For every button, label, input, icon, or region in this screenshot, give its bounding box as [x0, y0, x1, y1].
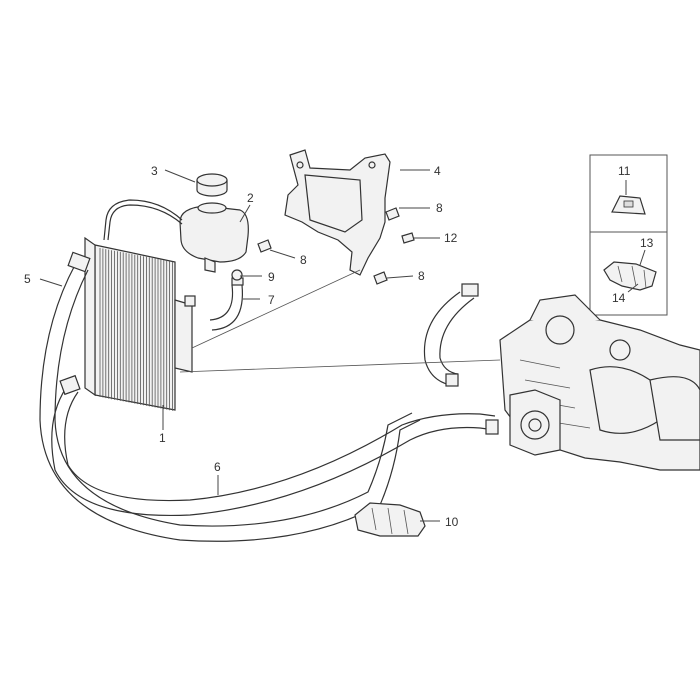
bolt-8-lower [373, 271, 388, 285]
callout-8-upper: 8 [436, 201, 443, 215]
hose-5 [39, 251, 421, 542]
callout-14: 14 [612, 291, 626, 305]
mounting-bracket [284, 149, 391, 276]
water-pump [509, 389, 561, 456]
callout-10: 10 [445, 515, 459, 529]
bolt-12 [401, 232, 415, 244]
callout-13: 13 [640, 236, 654, 250]
callout-4: 4 [434, 164, 441, 178]
hose-6 [51, 374, 499, 517]
callout-2: 2 [247, 191, 254, 205]
callout-labels: 1 2 3 4 5 6 7 8 8 8 9 10 11 12 13 14 [24, 164, 654, 529]
callout-3: 3 [151, 164, 158, 178]
tank-hose [209, 277, 244, 331]
bolt-8-tank [257, 239, 272, 253]
callout-5: 5 [24, 272, 31, 286]
upper-engine-hose [423, 283, 479, 387]
overflow-tube [103, 199, 183, 241]
callout-9: 9 [268, 270, 275, 284]
callout-1: 1 [159, 431, 166, 445]
clamp-9 [231, 269, 243, 281]
inset-box-11 [589, 154, 668, 233]
hose-clip-10 [354, 502, 426, 537]
inset-box-13-14 [589, 231, 668, 316]
expansion-tank-cap [196, 173, 228, 197]
callout-7: 7 [268, 293, 275, 307]
radiator [84, 236, 196, 411]
expansion-tank [179, 202, 249, 273]
callout-11: 11 [618, 164, 631, 178]
leader-lines [39, 169, 646, 522]
callout-8-tank: 8 [300, 253, 307, 267]
bolt-8-upper [385, 207, 400, 221]
callout-12: 12 [444, 231, 458, 245]
callout-8-lower: 8 [418, 269, 425, 283]
callout-6: 6 [214, 460, 221, 474]
